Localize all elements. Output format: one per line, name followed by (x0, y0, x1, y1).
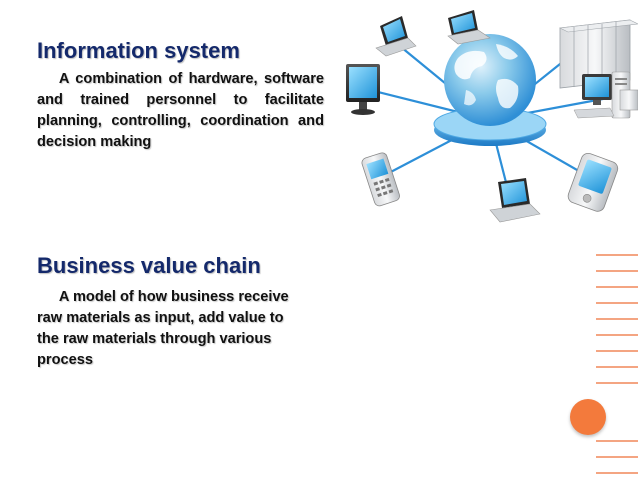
stripe (596, 318, 638, 320)
stripe (596, 456, 638, 458)
stripe (596, 302, 638, 304)
network-illustration (346, 10, 638, 223)
orange-circle-decoration (570, 399, 606, 435)
server-rack-icon (558, 19, 638, 89)
stripe (596, 472, 638, 474)
stripe (596, 382, 638, 384)
information-system-definition: A combination of hardware, software and … (37, 71, 324, 150)
stripe (596, 254, 638, 256)
mobile-phone-icon (361, 152, 400, 207)
globe-icon (444, 34, 536, 126)
business-value-chain-definition: A model of how business receive raw mate… (37, 289, 289, 368)
heading-information-system: Information system (37, 38, 240, 63)
monitor-icon (346, 64, 380, 115)
laptop-icon (375, 16, 417, 57)
network-printer-icon (619, 89, 638, 111)
stripe (596, 350, 638, 352)
stripe (596, 440, 638, 442)
decorative-stripe-border (596, 244, 638, 479)
stripe (596, 286, 638, 288)
heading-business-value-chain: Business value chain (37, 253, 261, 278)
laptop-icon (447, 10, 491, 45)
stripe (596, 334, 638, 336)
stripe (596, 270, 638, 272)
stripe (596, 366, 638, 368)
laptop-icon (489, 178, 541, 223)
pda-icon (567, 152, 619, 212)
